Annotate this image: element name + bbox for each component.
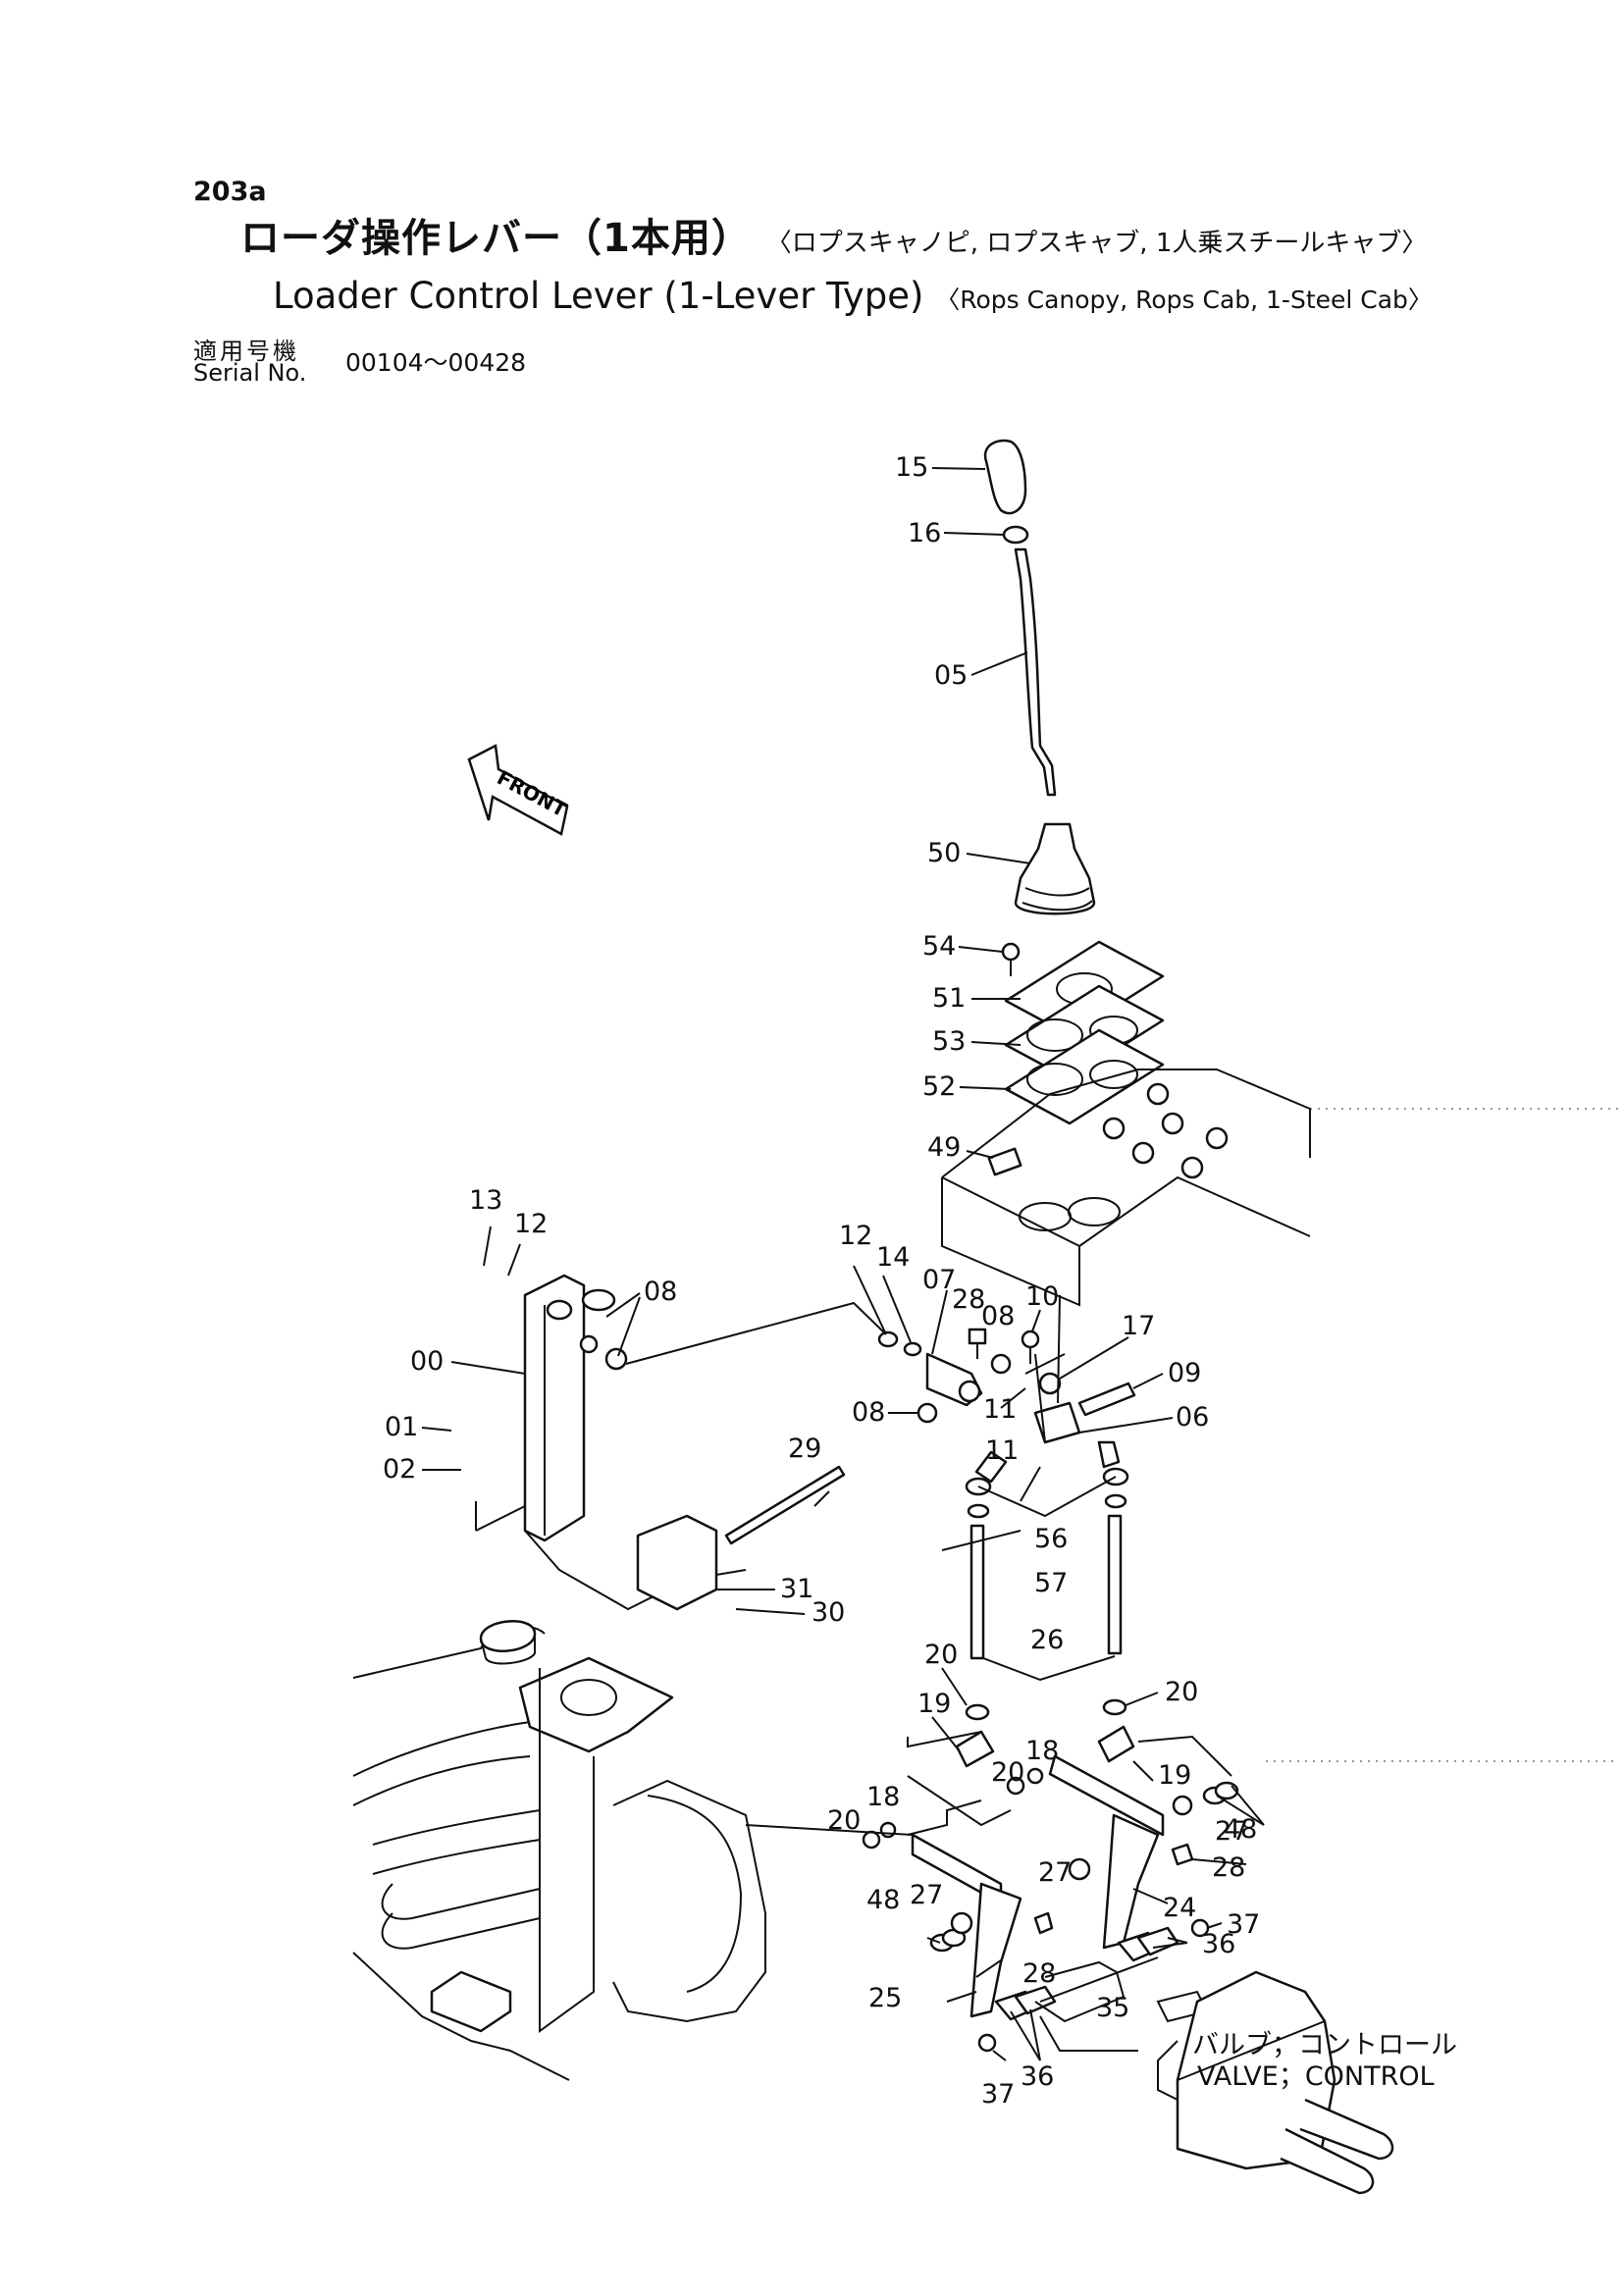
page-number: 203a: [193, 177, 267, 207]
callout-19a: 19: [917, 1689, 951, 1719]
title-ja-variants: 〈ロプスキャノピ, ロプスキャブ, 1人乗スチールキャブ〉: [765, 229, 1428, 258]
callout-48b: 48: [866, 1885, 900, 1915]
callout-28c: 28: [1022, 1958, 1056, 1989]
callout-20c: 20: [991, 1757, 1024, 1788]
cover-plates: [1001, 940, 1165, 1125]
lever-assembly: [983, 439, 1096, 915]
callout-36b: 36: [1021, 2061, 1054, 2092]
callout-16: 16: [908, 518, 941, 548]
callout-18b: 18: [866, 1782, 900, 1812]
callout-18a: 18: [1025, 1736, 1059, 1766]
callout-37b: 37: [981, 2079, 1015, 2110]
callout-27b: 27: [1038, 1857, 1072, 1888]
serial-label-en: Serial No.: [193, 359, 307, 387]
callout-27c: 27: [910, 1880, 943, 1910]
callout-14: 14: [876, 1242, 910, 1273]
callout-15: 15: [895, 452, 928, 483]
valve-label-ja: バルブ；コントロール: [1192, 2030, 1457, 2060]
callout-25: 25: [868, 1983, 902, 2013]
callout-53: 53: [932, 1026, 966, 1057]
callout-10: 10: [1025, 1281, 1059, 1312]
callout-35: 35: [1096, 1993, 1129, 2023]
callout-51: 51: [932, 983, 966, 1014]
callout-11b: 11: [985, 1435, 1019, 1466]
title-english: Loader Control Lever (1-Lever Type) 〈Rop…: [273, 275, 1433, 317]
guide-lines: [1266, 1108, 1619, 1762]
callout-50: 50: [927, 838, 961, 868]
control-valve: [1156, 1970, 1394, 2195]
main-bracket: [523, 1274, 747, 1611]
callout-08c: 08: [852, 1397, 885, 1428]
callout-37a: 37: [1227, 1909, 1260, 1940]
leader-lines: [421, 467, 1265, 2061]
callout-12: 12: [514, 1209, 548, 1239]
callout-12b: 12: [839, 1221, 872, 1251]
callout-29: 29: [788, 1434, 821, 1464]
callout-30: 30: [812, 1597, 845, 1628]
floor-frame: [352, 1620, 766, 2081]
callout-49: 49: [927, 1132, 961, 1163]
callout-27a: 27: [1215, 1816, 1248, 1847]
callout-13: 13: [469, 1185, 502, 1216]
front-arrow-icon: FRONT: [467, 744, 571, 836]
callout-52: 52: [922, 1071, 956, 1102]
callout-56: 56: [1034, 1524, 1068, 1554]
serial-label-ja: 適用号機: [193, 338, 299, 365]
console-box: [941, 1069, 1311, 1307]
callout-48a: 48: [1224, 1814, 1257, 1845]
callout-06: 06: [1176, 1402, 1209, 1433]
callout-11: 11: [983, 1394, 1017, 1425]
callout-28: 28: [952, 1284, 985, 1315]
callout-57: 57: [1034, 1568, 1068, 1598]
callout-labels: 15 16 05 50 54 51 53 52 49 13 12 08 00 0…: [383, 452, 1457, 2110]
callout-09: 09: [1168, 1358, 1201, 1388]
title-en-main: Loader Control Lever (1-Lever Type): [273, 275, 924, 317]
callout-19b: 19: [1158, 1760, 1191, 1791]
callout-05: 05: [934, 660, 968, 691]
title-en-variants: 〈Rops Canopy, Rops Cab, 1-Steel Cab〉: [935, 286, 1433, 314]
callout-07: 07: [922, 1265, 956, 1295]
callout-08b: 08: [981, 1301, 1015, 1331]
serial-range: 00104～00428: [345, 348, 527, 377]
callout-26: 26: [1030, 1625, 1064, 1655]
callout-20d: 20: [827, 1805, 861, 1836]
callout-00: 00: [410, 1346, 444, 1377]
callout-31: 31: [780, 1574, 813, 1604]
linkage-parts: [475, 1294, 1239, 2053]
callout-01: 01: [385, 1412, 418, 1442]
callout-20a: 20: [924, 1640, 958, 1670]
title-ja-main: ローダ操作レバー（1本用）: [240, 216, 752, 261]
callout-24: 24: [1163, 1893, 1196, 1923]
callout-17: 17: [1122, 1311, 1155, 1341]
callout-02: 02: [383, 1454, 416, 1485]
callout-36a: 36: [1202, 1929, 1235, 1959]
callout-08: 08: [644, 1277, 677, 1307]
callout-20b: 20: [1165, 1677, 1198, 1707]
pin: [724, 1465, 846, 1545]
title-japanese: ローダ操作レバー（1本用） 〈ロプスキャノピ, ロプスキャブ, 1人乗スチールキ…: [240, 206, 1427, 263]
valve-label-en: VALVE；CONTROL: [1197, 2061, 1435, 2092]
callout-28b: 28: [1212, 1852, 1245, 1883]
callout-54: 54: [922, 931, 956, 962]
